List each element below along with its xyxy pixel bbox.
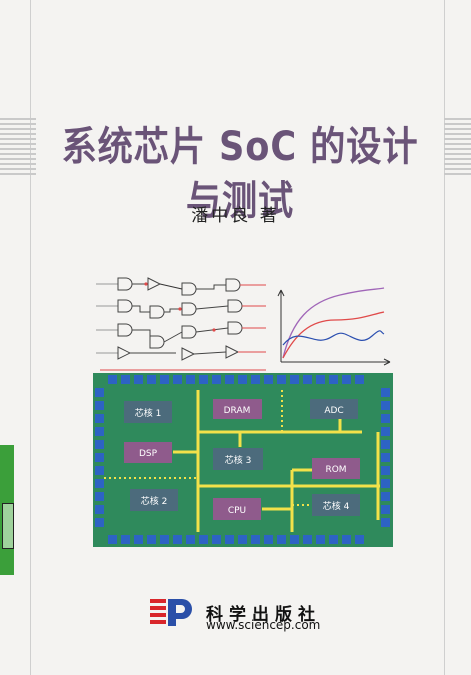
block-core2-label: 芯核 2 [141, 495, 168, 507]
publisher-name: 科学出版社 [206, 605, 321, 625]
title-backdrop [36, 118, 444, 176]
block-core1-label: 芯核 1 [135, 407, 162, 419]
chip-pads [95, 375, 390, 544]
right-edge-line [444, 0, 445, 675]
block-core3-label: 芯核 3 [225, 454, 252, 466]
block-core2 [130, 489, 178, 511]
block-dsp-label: DSP [139, 449, 158, 459]
chip-bus-lines [173, 390, 380, 532]
block-core4 [312, 494, 360, 516]
chip-dotted-links [104, 390, 312, 506]
block-rom [312, 458, 360, 479]
block-dsp [124, 442, 172, 463]
waveform-plot [277, 287, 391, 366]
block-adc-label: ADC [324, 406, 343, 416]
block-adc [310, 399, 358, 419]
block-dram-label: DRAM [224, 406, 251, 416]
block-core4-label: 芯核 4 [323, 500, 350, 512]
block-core3 [213, 448, 263, 470]
logic-circuit-diagram [96, 277, 266, 371]
green-edge-tab [0, 445, 14, 575]
block-cpu-label: CPU [228, 506, 246, 516]
block-cpu [213, 498, 261, 520]
publisher-website: www.sciencep.com [206, 618, 321, 632]
soc-chip-diagram: 芯核 1 DRAM ADC DSP 芯核 3 ROM 芯核 2 CPU 芯核 4 [93, 373, 393, 547]
block-dram [213, 399, 262, 419]
block-rom-label: ROM [325, 465, 346, 475]
book-title: 系统芯片 SoC 的设计与测试 [61, 124, 419, 224]
science-press-logo-icon [150, 599, 192, 626]
left-edge-line [30, 0, 31, 675]
author-line: 潘中良 著 [191, 206, 280, 226]
block-core1 [124, 401, 172, 423]
